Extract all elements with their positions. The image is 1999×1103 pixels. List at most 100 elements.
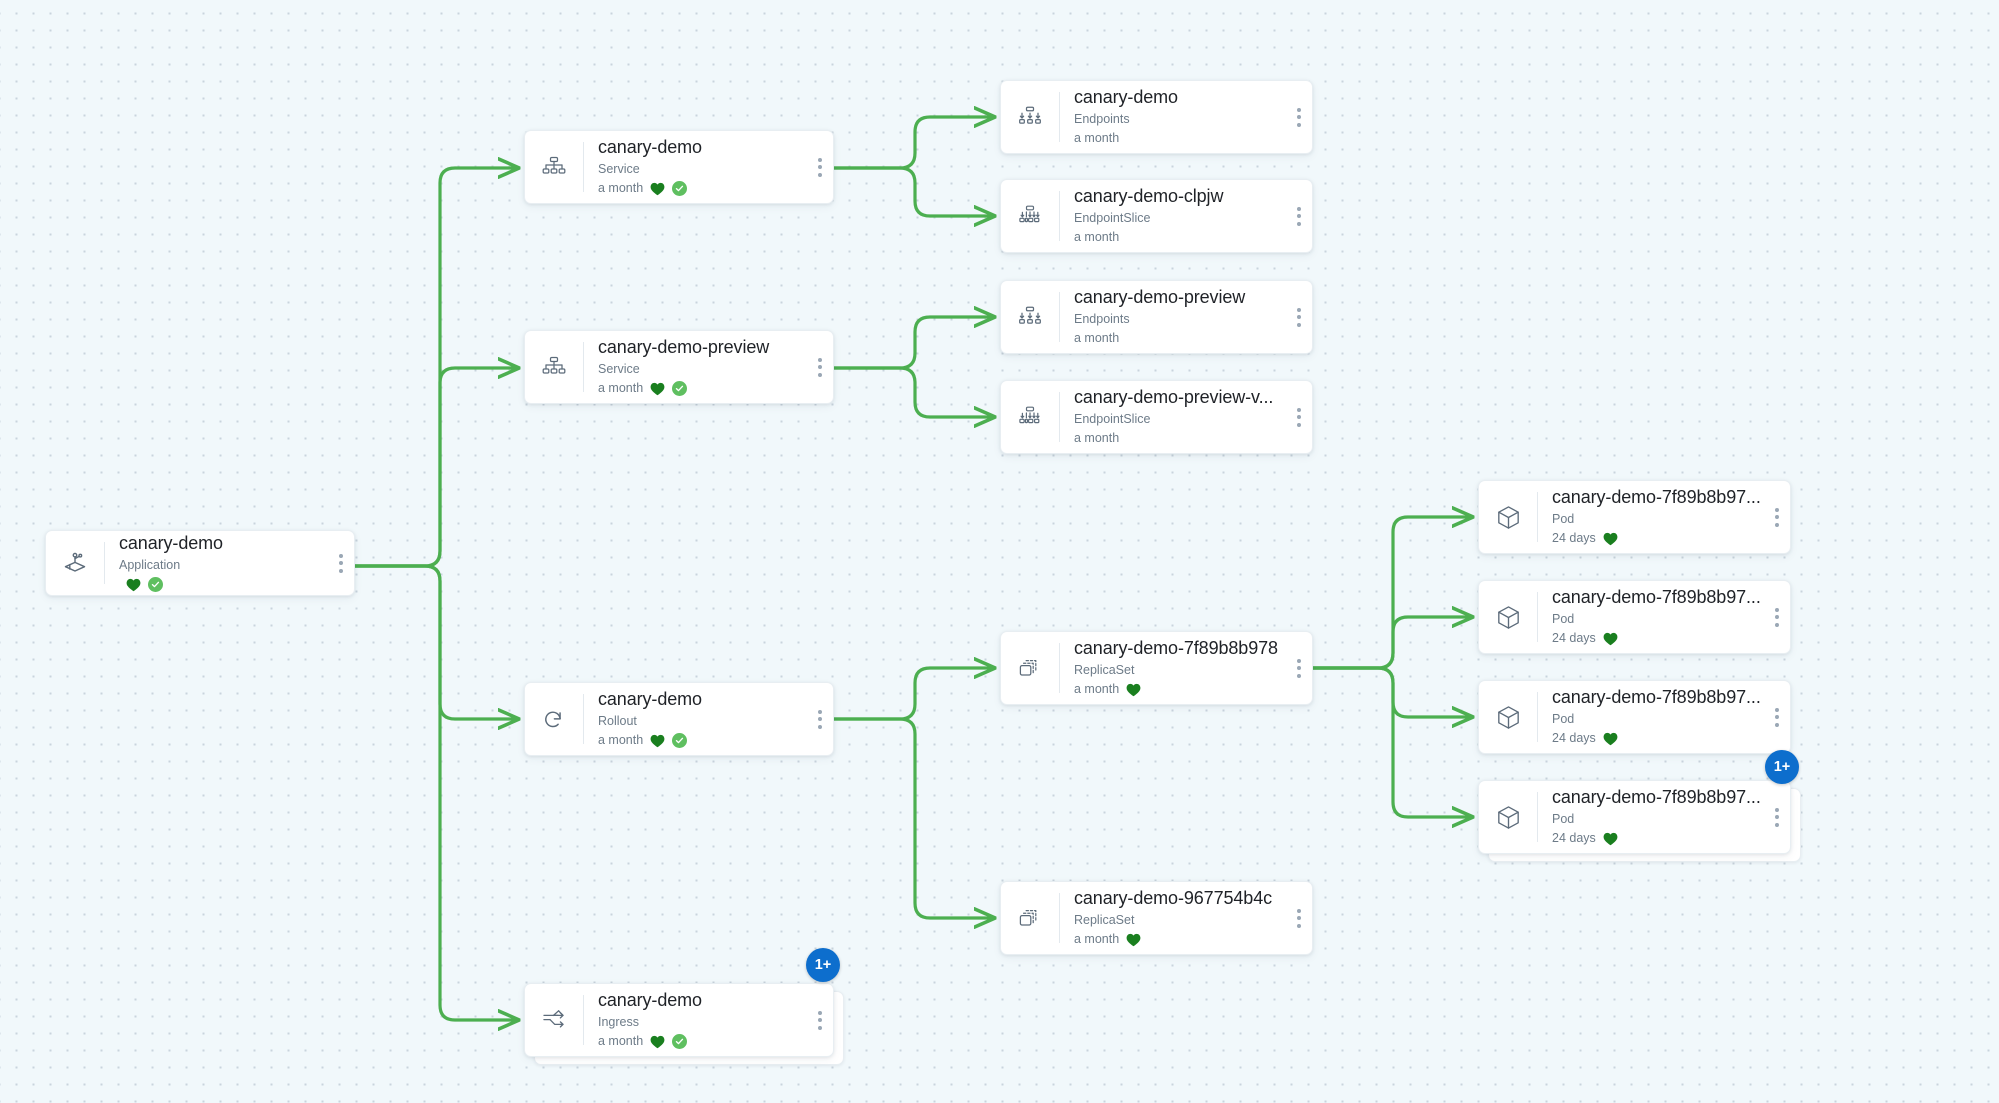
node-title: canary-demo-preview [598,337,770,357]
node-menu-button[interactable] [807,131,833,203]
node-age: a month [1074,932,1120,946]
node-title: canary-demo-preview-v... [1074,387,1274,407]
node-menu-button[interactable] [1286,632,1312,704]
health-heart-icon[interactable] [1603,732,1618,746]
node-kind: EndpointSlice [1074,412,1151,426]
endpoints-icon [1001,81,1059,153]
node-kind: Pod [1552,812,1575,826]
health-heart-icon[interactable] [650,382,665,396]
node-menu-button[interactable] [328,531,354,595]
node-card-endpoints[interactable]: canary-demo Endpoints a month [1000,80,1313,154]
health-heart-icon[interactable] [1126,683,1141,697]
node-divider [1537,492,1538,542]
node-title: canary-demo [598,689,702,709]
sync-status-icon[interactable] [672,181,688,196]
application-icon [46,531,104,595]
node-title: canary-demo-clpjw [1074,186,1224,206]
child-count-badge-pod[interactable]: 1+ [1765,750,1799,784]
node-menu-button[interactable] [1764,681,1790,753]
health-heart-icon[interactable] [650,182,665,196]
node-divider [1059,893,1060,943]
sync-status-icon[interactable] [148,577,163,592]
pod-icon [1479,781,1537,853]
node-age: 24 days [1552,531,1596,545]
node-card-ingress[interactable]: canary-demo Ingress a month [524,983,834,1057]
node-divider [1537,692,1538,742]
node-title: canary-demo [598,990,702,1010]
node-card-pod-3[interactable]: canary-demo-7f89b8b97... Pod 24 days [1478,680,1791,754]
node-kind: Pod [1552,512,1575,526]
node-menu-button[interactable] [1764,781,1790,853]
node-menu-button[interactable] [1764,481,1790,553]
node-divider [583,694,584,744]
node-menu-button[interactable] [1286,180,1312,252]
node-kind: Endpoints [1074,112,1130,126]
sync-status-icon[interactable] [672,1034,688,1049]
service-icon [525,131,583,203]
node-age: 24 days [1552,731,1596,745]
node-age: a month [1074,682,1120,696]
node-menu-button[interactable] [1286,281,1312,353]
health-heart-icon[interactable] [650,1035,665,1049]
node-card-replicaset-967754b4c[interactable]: canary-demo-967754b4c ReplicaSet a month [1000,881,1313,955]
node-kind: Service [598,162,640,176]
node-divider [1059,92,1060,142]
node-title: canary-demo-967754b4c [1074,888,1273,908]
endpointslice-icon [1001,381,1059,453]
node-kind: ReplicaSet [1074,913,1135,927]
pod-icon [1479,581,1537,653]
node-divider [583,142,584,192]
node-card-endpointslice-preview[interactable]: canary-demo-preview-v... EndpointSlice a… [1000,380,1313,454]
node-age: a month [1074,331,1120,345]
pod-icon [1479,481,1537,553]
health-heart-icon[interactable] [650,734,665,748]
service-icon [525,331,583,403]
health-heart-icon[interactable] [1603,832,1618,846]
replicaset-icon [1001,632,1059,704]
node-age: a month [598,1034,644,1048]
node-card-application[interactable]: canary-demo Application [45,530,355,596]
node-menu-button[interactable] [807,683,833,755]
node-divider [1537,592,1538,642]
child-count-badge-ingress[interactable]: 1+ [806,948,840,982]
node-title: canary-demo-preview [1074,287,1246,307]
node-title: canary-demo [1074,87,1178,107]
node-kind: Ingress [598,1015,639,1029]
health-heart-icon[interactable] [1126,933,1141,947]
replicaset-icon [1001,882,1059,954]
node-card-pod-4[interactable]: canary-demo-7f89b8b97... Pod 24 days [1478,780,1791,854]
node-card-pod-2[interactable]: canary-demo-7f89b8b97... Pod 24 days [1478,580,1791,654]
node-title: canary-demo-7f89b8b97... [1552,787,1760,807]
node-age: a month [598,381,644,395]
node-menu-button[interactable] [1286,81,1312,153]
node-card-pod-1[interactable]: canary-demo-7f89b8b97... Pod 24 days [1478,480,1791,554]
node-menu-button[interactable] [1286,882,1312,954]
node-menu-button[interactable] [807,984,833,1056]
node-divider [1059,392,1060,442]
node-title: canary-demo-7f89b8b97... [1552,587,1760,607]
health-heart-icon[interactable] [1603,532,1618,546]
health-heart-icon[interactable] [1603,632,1618,646]
health-heart-icon[interactable] [126,578,141,592]
node-card-endpointslice[interactable]: canary-demo-clpjw EndpointSlice a month [1000,179,1313,253]
node-menu-button[interactable] [1286,381,1312,453]
node-age: a month [1074,431,1120,445]
node-card-service-preview[interactable]: canary-demo-preview Service a month [524,330,834,404]
node-card-endpoints-preview[interactable]: canary-demo-preview Endpoints a month [1000,280,1313,354]
sync-status-icon[interactable] [672,381,688,396]
node-card-service[interactable]: canary-demo Service a month [524,130,834,204]
node-kind: Pod [1552,612,1575,626]
node-title: canary-demo-7f89b8b97... [1552,687,1760,707]
sync-status-icon[interactable] [672,733,688,748]
node-menu-button[interactable] [807,331,833,403]
node-title: canary-demo [119,533,223,553]
node-divider [583,995,584,1045]
node-kind: Pod [1552,712,1575,726]
node-divider [104,542,105,584]
node-age: a month [598,733,644,747]
node-card-replicaset-7f89b8b978[interactable]: canary-demo-7f89b8b978 ReplicaSet a mont… [1000,631,1313,705]
node-card-rollout[interactable]: canary-demo Rollout a month [524,682,834,756]
node-menu-button[interactable] [1764,581,1790,653]
node-title: canary-demo-7f89b8b97... [1552,487,1760,507]
